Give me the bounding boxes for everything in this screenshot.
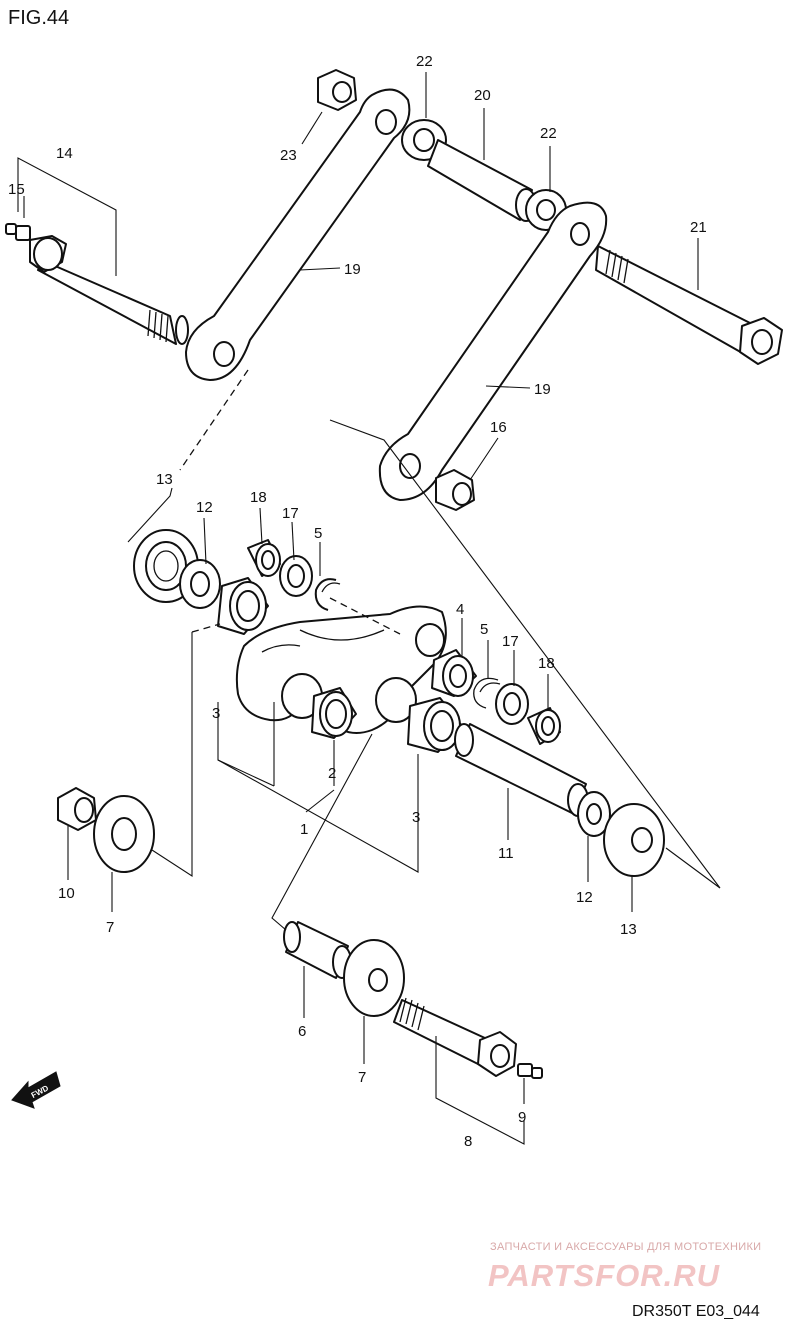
callout-22-lower: 22 — [540, 125, 557, 142]
fwd-arrow-icon: FWD — [11, 1071, 61, 1109]
callout-15: 15 — [8, 181, 25, 198]
callout-10: 10 — [58, 885, 75, 902]
callout-5-lower: 5 — [480, 621, 488, 638]
figure-title: FIG.44 — [8, 7, 69, 29]
callout-1: 1 — [300, 821, 308, 838]
callout-3-left: 3 — [212, 705, 220, 722]
watermark: ЗАПЧАСТИ И АКСЕССУАРЫ ДЛЯ МОТОТЕХНИКИ PA… — [488, 1241, 761, 1293]
callout-2: 2 — [328, 765, 336, 782]
seal-17-lower — [495, 683, 529, 725]
spacer-6 — [283, 921, 352, 979]
bolt-14 — [29, 235, 189, 345]
callout-17-upper: 17 — [282, 505, 299, 522]
spacer-11 — [454, 723, 589, 817]
callout-19-lower: 19 — [534, 381, 551, 398]
callout-6: 6 — [298, 1023, 306, 1040]
nut-10 — [57, 787, 97, 831]
bearing-2 — [311, 687, 357, 739]
callout-11: 11 — [498, 845, 514, 862]
spacer-20 — [427, 139, 537, 222]
washer-12-left — [179, 559, 221, 609]
nut-16 — [435, 469, 475, 511]
circlip-5-lower — [473, 677, 501, 709]
seal-17-upper — [279, 555, 313, 597]
callout-7-left: 7 — [106, 919, 114, 936]
callout-13-left: 13 — [156, 471, 173, 488]
callout-12-right: 12 — [576, 889, 593, 906]
bush-18-lower — [527, 707, 561, 745]
callout-20: 20 — [474, 87, 491, 104]
callout-7-right: 7 — [358, 1069, 366, 1086]
circlip-5-upper — [314, 578, 341, 611]
callout-labels: 14 15 23 22 20 22 21 19 19 16 13 12 18 1… — [8, 53, 707, 1150]
callout-22-upper: 22 — [416, 53, 433, 70]
grease-nipple-15 — [5, 223, 31, 241]
seal-7-left — [93, 795, 155, 873]
bush-18-upper — [247, 539, 281, 577]
callout-3-right: 3 — [412, 809, 420, 826]
callout-17-lower: 17 — [502, 633, 519, 650]
bearing-4 — [431, 649, 477, 697]
callout-21: 21 — [690, 219, 707, 236]
cushion-lever-1 — [235, 605, 447, 734]
figure-code: DR350T E03_044 — [632, 1303, 760, 1320]
callout-8: 8 — [464, 1133, 472, 1150]
bolt-21 — [595, 245, 783, 365]
bearing-3-left — [217, 577, 269, 635]
callout-23: 23 — [280, 147, 297, 164]
callout-18-lower: 18 — [538, 655, 555, 672]
nut-23 — [317, 69, 357, 111]
callout-16: 16 — [490, 419, 507, 436]
leader-lines — [17, 72, 721, 1145]
seal-7-right — [343, 939, 405, 1017]
washer-12-right — [577, 791, 611, 837]
watermark-brand: PARTSFOR.RU — [488, 1258, 721, 1293]
callout-9: 9 — [518, 1109, 526, 1126]
tie-rod-19-right — [378, 201, 608, 501]
bearing-3-right — [407, 697, 463, 753]
watermark-tagline: ЗАПЧАСТИ И АКСЕССУАРЫ ДЛЯ МОТОТЕХНИКИ — [490, 1241, 761, 1253]
grease-nipple-9 — [517, 1063, 543, 1079]
callout-14: 14 — [56, 145, 73, 162]
seal-13-right — [603, 803, 665, 877]
callout-4: 4 — [456, 601, 464, 618]
callout-19-upper: 19 — [344, 261, 361, 278]
callout-13-right: 13 — [620, 921, 637, 938]
callout-18-upper: 18 — [250, 489, 267, 506]
callout-5-upper: 5 — [314, 525, 322, 542]
callout-12-left: 12 — [196, 499, 213, 516]
bolt-8 — [393, 997, 517, 1077]
tie-rod-19-left — [185, 88, 411, 381]
